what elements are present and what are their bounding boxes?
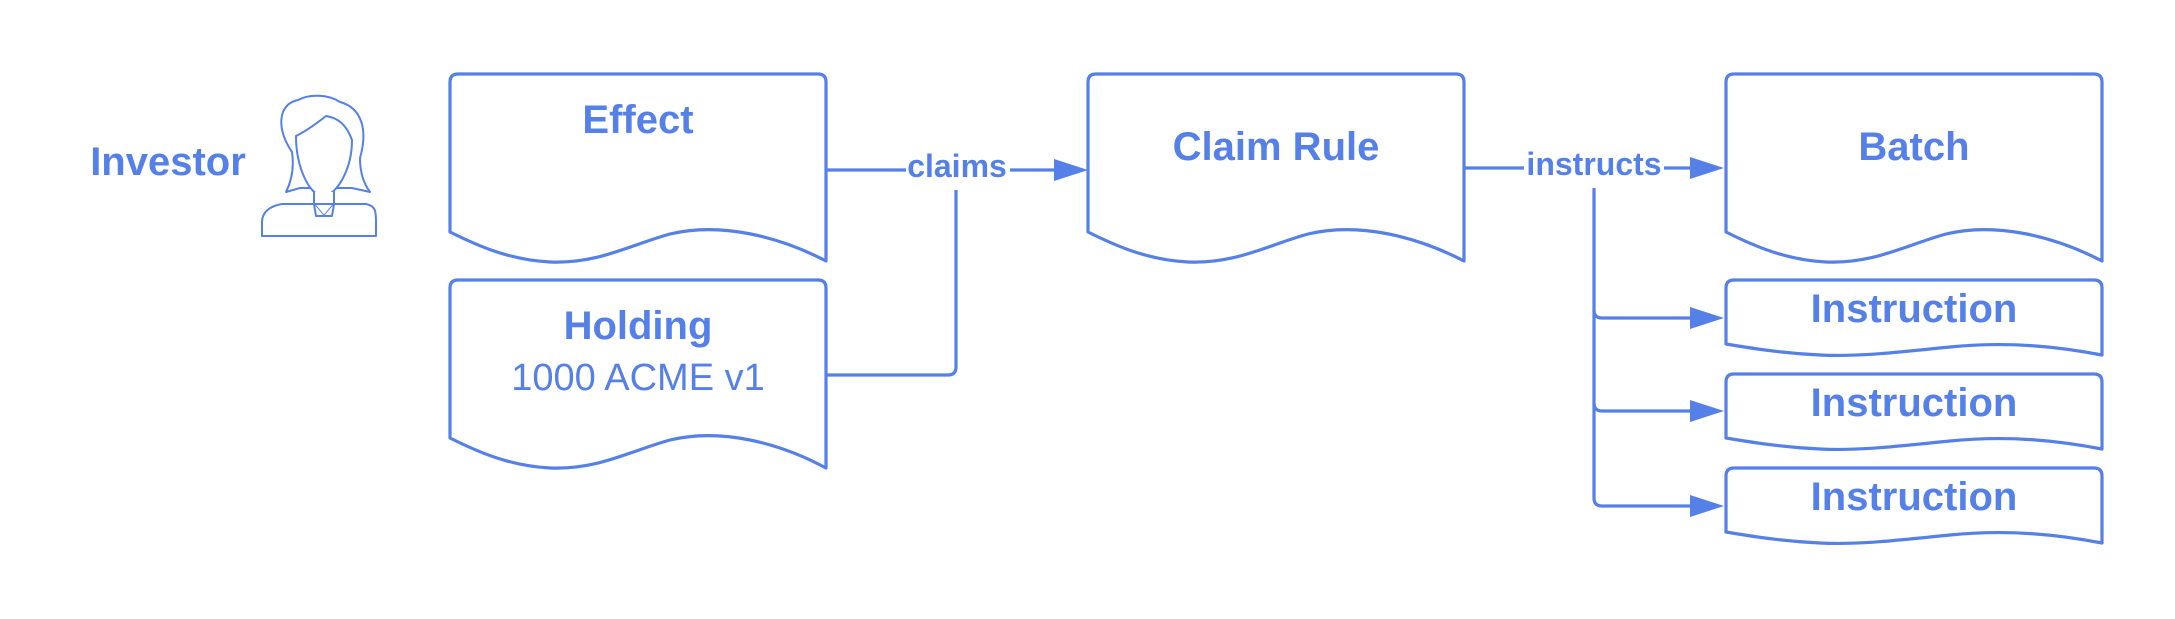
instruction-node: Instruction: [1724, 372, 2104, 452]
investor-label: Investor: [90, 140, 246, 184]
effect-title: Effect: [582, 98, 693, 142]
instructs-connector: [1464, 157, 1724, 517]
holding-title: Holding: [564, 304, 713, 348]
holding-detail: 1000 ACME v1: [511, 357, 764, 399]
instruction-title: Instruction: [1811, 287, 2018, 331]
person-icon: [261, 94, 377, 237]
claims-edge-label: claims: [907, 148, 1007, 184]
claims-connector: [826, 159, 1088, 377]
holding-node: Holding 1000 ACME v1: [448, 278, 828, 470]
effect-node: Effect: [448, 72, 828, 264]
instruction-title: Instruction: [1811, 475, 2018, 519]
instruction-node: Instruction: [1724, 278, 2104, 358]
instruction-title: Instruction: [1811, 381, 2018, 425]
batch-title: Batch: [1858, 125, 1969, 169]
instructs-edge-label: instructs: [1526, 146, 1661, 182]
claim-rule-title: Claim Rule: [1173, 125, 1380, 169]
batch-node: Batch: [1724, 72, 2104, 264]
claim-rule-node: Claim Rule: [1086, 72, 1466, 264]
instruction-node: Instruction: [1724, 466, 2104, 546]
